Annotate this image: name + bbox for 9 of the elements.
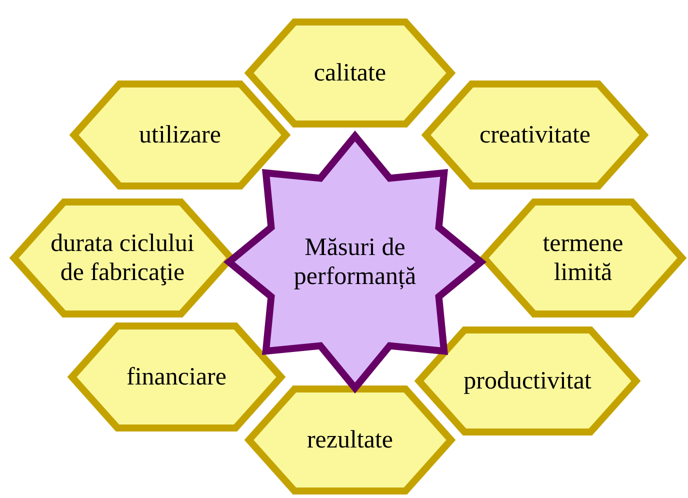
node-label: utilizare — [138, 120, 222, 150]
node-label: creativitate — [478, 120, 592, 150]
node-label: durata ciclului de fabricaţie — [50, 229, 196, 287]
node-label: calitate — [312, 58, 388, 88]
node-label: rezultate — [306, 426, 394, 454]
node-label: productivitat — [462, 366, 592, 396]
node-label: termene limită — [542, 229, 624, 287]
node-label: Măsuri de performanță — [292, 233, 418, 291]
node-label: financiare — [126, 362, 228, 392]
